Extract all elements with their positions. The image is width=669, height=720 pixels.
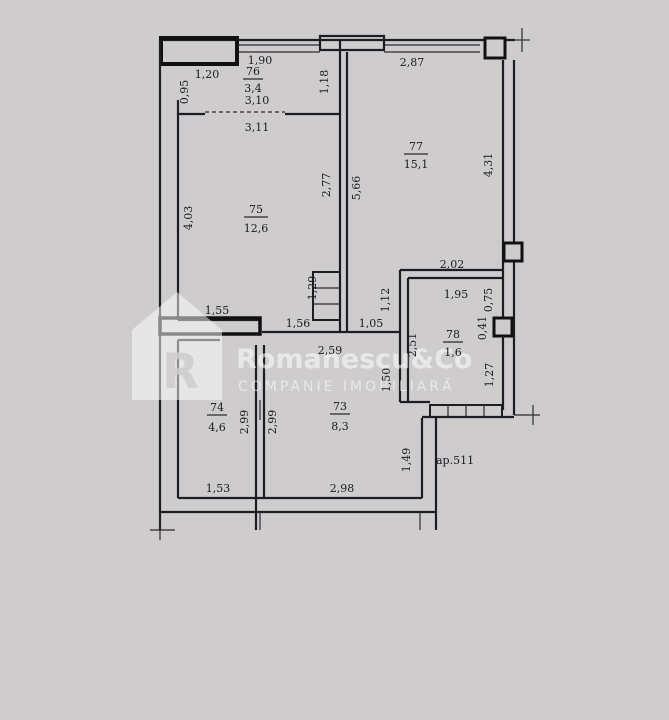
watermark-house-icon (132, 292, 222, 400)
dimension-label: 4,31 (482, 153, 495, 178)
dimension-label: 2,51 (406, 333, 419, 358)
room-75-area: 12,6 (244, 222, 269, 235)
dimension-label: 2,77 (320, 173, 333, 198)
apartment-label: ap.511 (436, 454, 474, 467)
dimension-label: 1,56 (286, 317, 311, 330)
watermark-title: Romanescu&Co (236, 344, 472, 375)
dimension-label: 4,03 (182, 206, 195, 231)
room-75-number: 75 (249, 203, 263, 216)
room-78-area: 1,6 (444, 346, 462, 359)
dimension-label: 1,49 (400, 448, 413, 473)
dimension-label: 1,12 (379, 288, 392, 313)
watermark-subtitle: COMPANIE IMOBILIARĂ (238, 377, 455, 395)
dimension-label: 0,95 (178, 80, 191, 105)
dimension-label: 0,75 (482, 288, 495, 313)
dimension-label: 2,98 (330, 482, 355, 495)
room-73-number: 73 (333, 400, 347, 413)
dimension-label: 2,99 (266, 410, 279, 435)
dimension-label: 1,50 (380, 368, 393, 393)
dimension-labels: 1,20 1,90 2,87 0,95 1,18 3,10 3,11 4,31 … (178, 54, 496, 495)
room-74-area: 4,6 (208, 421, 226, 434)
room-labels: 76 3,4 77 15,1 75 12,6 78 1,6 74 4,6 73 … (207, 65, 463, 434)
dimension-label: 1,05 (359, 317, 384, 330)
room-77-area: 15,1 (404, 158, 429, 171)
watermark-logo-letter: R (162, 344, 199, 400)
dimension-label: 1,95 (444, 288, 469, 301)
room-76-area: 3,4 (244, 82, 262, 95)
dimension-label: 3,11 (245, 121, 270, 134)
dimension-label: 1,55 (205, 304, 230, 317)
dimension-label: 1,29 (306, 276, 319, 301)
room-78-number: 78 (446, 328, 460, 341)
dimension-label: 2,59 (318, 344, 343, 357)
dimension-label: 1,18 (318, 70, 331, 95)
dimension-label: 1,53 (206, 482, 231, 495)
room-77-number: 77 (409, 140, 423, 153)
watermark: R Romanescu&Co COMPANIE IMOBILIARĂ (132, 292, 472, 400)
dimension-label: 3,10 (245, 94, 270, 107)
dimension-label: 1,90 (248, 54, 273, 67)
room-73-area: 8,3 (331, 420, 349, 433)
walls (150, 28, 540, 540)
dimension-label: 1,20 (195, 68, 220, 81)
dimension-label: 0,41 (476, 316, 489, 341)
dimension-label: 2,02 (440, 258, 465, 271)
dimension-label: 2,99 (238, 410, 251, 435)
dimension-label: 1,27 (483, 363, 496, 388)
room-74-number: 74 (210, 401, 224, 414)
dimension-label: 2,87 (400, 56, 425, 69)
dimension-label: 5,66 (350, 176, 363, 201)
room-76-number: 76 (246, 65, 260, 78)
